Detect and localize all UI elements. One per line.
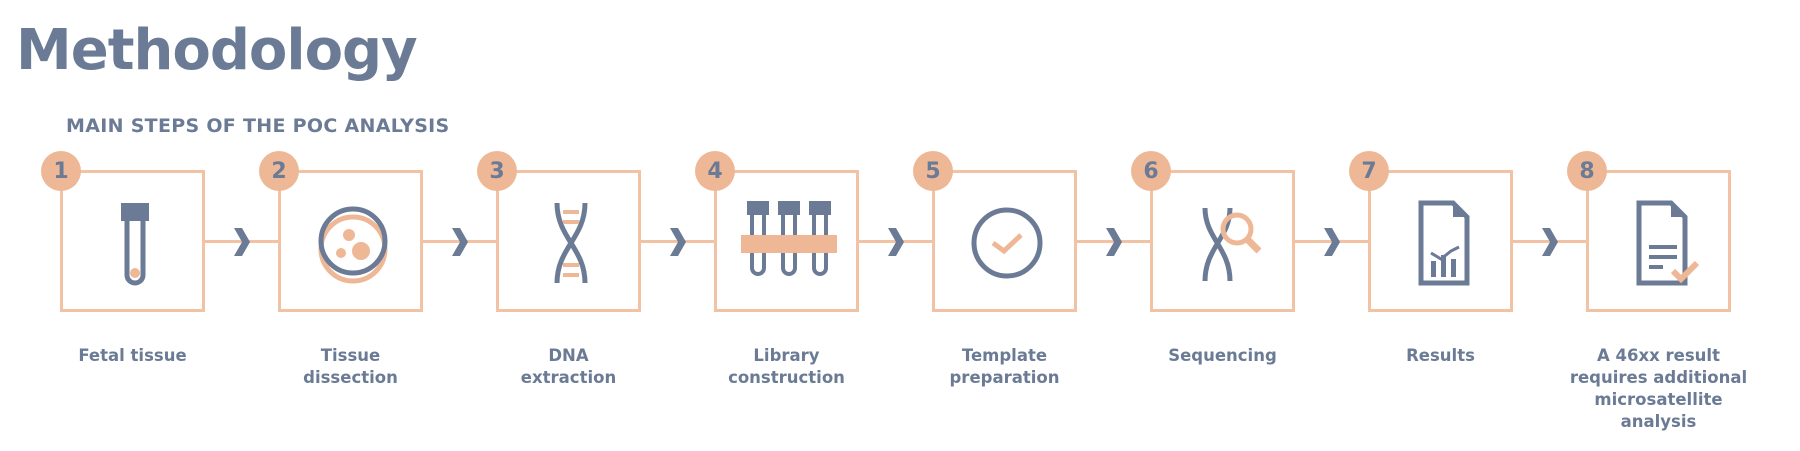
- step-7: 7: [1349, 151, 1513, 312]
- step-number: 2: [259, 151, 299, 191]
- test-tube-icon: [121, 203, 149, 286]
- step-number: 1: [41, 151, 81, 191]
- dna-icon: [554, 202, 588, 284]
- chart-document-icon: [1418, 200, 1470, 286]
- chevron-right-icon: [669, 228, 686, 256]
- chevron-right-icon: [233, 228, 250, 256]
- step-label: A 46xx result requires additional micros…: [1569, 346, 1748, 431]
- step-number: 5: [913, 151, 953, 191]
- step-6: 6: [1131, 151, 1295, 312]
- step-number: 7: [1349, 151, 1389, 191]
- step-2: 2: [259, 151, 423, 312]
- step-label: Results: [1406, 346, 1475, 365]
- step-label: Tissue dissection: [303, 346, 398, 387]
- step-label: Sequencing: [1168, 346, 1277, 365]
- step-label: Library construction: [728, 346, 845, 387]
- page-title: Methodology: [16, 18, 418, 83]
- step-number: 3: [477, 151, 517, 191]
- document-check-icon: [1636, 200, 1700, 286]
- step-3: 3: [477, 151, 641, 312]
- chevron-right-icon: [1105, 228, 1122, 256]
- step-5: 5: [913, 151, 1077, 312]
- step-1: 1: [41, 151, 205, 312]
- chevron-right-icon: [451, 228, 468, 256]
- subtitle: MAIN STEPS OF THE POC ANALYSIS: [66, 115, 450, 137]
- step-number: 6: [1131, 151, 1171, 191]
- chevron-right-icon: [887, 228, 904, 256]
- tube-rack-icon: [741, 201, 837, 276]
- step-number: 8: [1567, 151, 1607, 191]
- clock-icon: [971, 207, 1043, 279]
- chevron-right-icon: [1541, 228, 1558, 256]
- step-number: 4: [695, 151, 735, 191]
- step-4: 4: [695, 151, 859, 312]
- petri-dish-icon: [318, 206, 388, 284]
- chevron-right-icon: [1323, 228, 1340, 256]
- step-label: Fetal tissue: [78, 346, 187, 365]
- step-label: DNA extraction: [520, 346, 617, 387]
- step-8: 8: [1567, 151, 1731, 312]
- dna-magnifier-icon: [1202, 207, 1262, 282]
- step-label: Template preparation: [949, 346, 1060, 387]
